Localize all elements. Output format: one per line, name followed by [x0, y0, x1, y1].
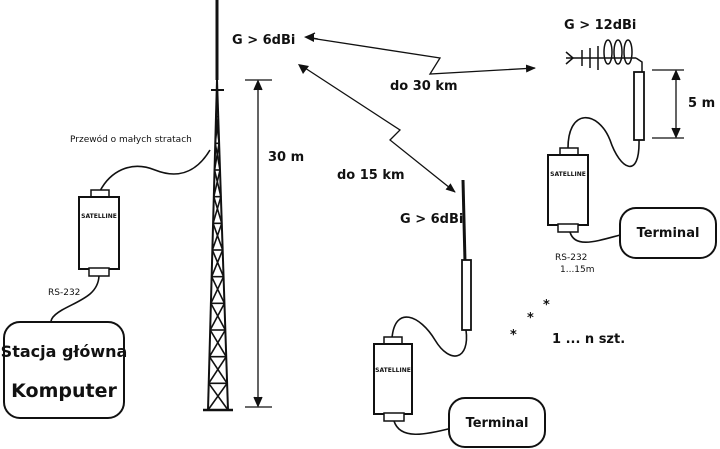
lattice-tower — [203, 0, 233, 412]
radio-bottom-label: SATELLINE — [375, 367, 411, 374]
distance-15km-label: do 15 km — [337, 168, 405, 183]
antenna-cable-bottom — [391, 316, 468, 357]
main-station-title: Stacja główna — [1, 342, 128, 361]
antenna-mast-right — [633, 71, 645, 141]
cable-range-label: 1...15m — [560, 265, 595, 275]
radio-right-label: SATELLINE — [550, 171, 586, 178]
rs232-cable-left — [50, 275, 100, 326]
rs232-label-right: RS-232 — [555, 253, 587, 263]
radio-bottom — [373, 336, 413, 422]
antenna-cable-right — [567, 116, 640, 168]
radio-left — [78, 189, 120, 277]
antenna-height-label: 5 m — [688, 96, 715, 111]
antenna-mast-bottom — [461, 259, 472, 331]
gain-label-main: G > 6dBi — [232, 33, 295, 48]
rs232-cable-bottom — [393, 420, 453, 436]
gain-label-bottom: G > 6dBi — [400, 212, 463, 227]
yagi-antenna — [565, 39, 643, 72]
mast-height-dimension — [245, 79, 272, 408]
main-station-computer: Komputer — [11, 380, 117, 402]
radio-right — [547, 147, 589, 233]
low-loss-cable — [99, 149, 211, 192]
terminal-bottom-label: Terminal — [466, 416, 529, 431]
radio-left-label: SATELLINE — [81, 213, 117, 220]
terminal-bottom-box[interactable] — [448, 397, 546, 448]
rs232-cable-right — [569, 231, 625, 244]
terminal-right-label: Terminal — [637, 226, 700, 241]
asterisk-2: * — [527, 311, 534, 326]
asterisk-1: * — [510, 328, 517, 343]
whip-antenna-bottom — [461, 179, 467, 263]
main-station-box[interactable] — [3, 321, 125, 419]
count-label: 1 ... n szt. — [552, 332, 625, 347]
distance-30km-label: do 30 km — [390, 79, 458, 94]
antenna-height-dimension — [652, 69, 684, 139]
gain-label-right: G > 12dBi — [564, 18, 636, 33]
mast-height-label: 30 m — [268, 150, 304, 165]
radio-link-30km — [309, 37, 536, 75]
rs232-label-left: RS-232 — [48, 288, 80, 298]
radio-link-15km — [304, 67, 456, 193]
cable-label: Przewód o małych stratach — [70, 134, 192, 145]
arrowhead-left-15km — [298, 64, 309, 74]
arrowhead-left-30km — [304, 33, 314, 42]
asterisk-3: * — [543, 298, 550, 313]
terminal-right-box[interactable] — [619, 207, 717, 259]
